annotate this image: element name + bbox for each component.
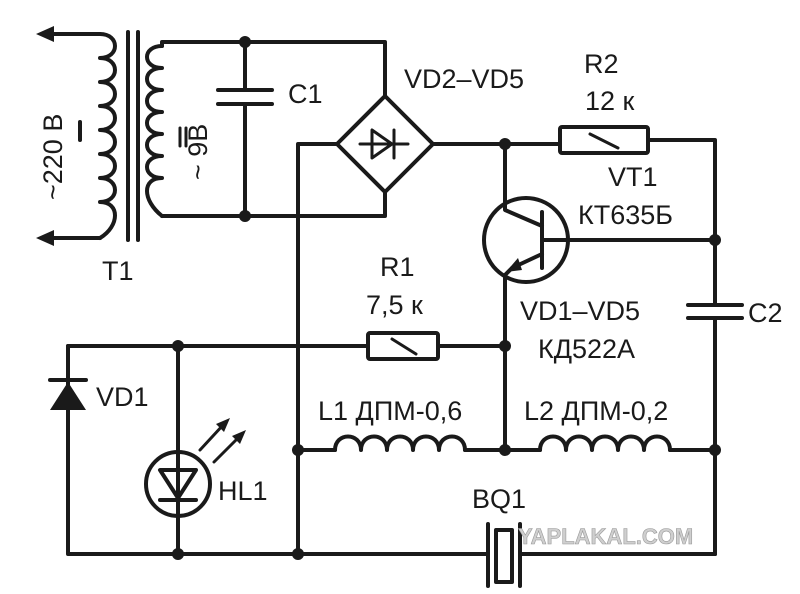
transistor-vt1 xyxy=(482,142,717,284)
transformer-t1 xyxy=(36,26,164,246)
secondary-wiring xyxy=(160,40,387,218)
vt1-name: VT1 xyxy=(608,162,658,192)
diodes-type-label: КД522А xyxy=(538,334,635,364)
r1-name: R1 xyxy=(380,252,415,282)
r1-value: 7,5 к xyxy=(366,290,423,320)
mains-voltage-label: ~220 В xyxy=(38,114,68,200)
capacitor-c2 xyxy=(686,303,744,320)
c1-label: C1 xyxy=(288,79,323,109)
r2-name: R2 xyxy=(584,49,619,79)
inductor-l2 xyxy=(538,434,672,452)
secondary-voltage-label: ~ 9В xyxy=(183,124,213,180)
l2-label: L2 ДПМ-0,2 xyxy=(524,396,668,426)
bq1-label: BQ1 xyxy=(472,484,526,514)
vd1-label: VD1 xyxy=(96,382,149,412)
inductor-l1 xyxy=(333,434,467,452)
resistor-r1 xyxy=(366,331,440,361)
diodes-range-label: VD1–VD5 xyxy=(520,296,640,326)
quartz-bq1 xyxy=(486,522,522,588)
l1-label: L1 ДПМ-0,6 xyxy=(318,396,462,426)
resistor-r2 xyxy=(558,125,650,155)
watermark: YAPLAKAL.COM xyxy=(518,524,693,549)
r2-value: 12 к xyxy=(585,86,635,116)
capacitor-c1 xyxy=(216,88,274,106)
led-hl1 xyxy=(144,344,246,556)
vt1-type: КТ635Б xyxy=(578,200,673,230)
bridge-label: VD2–VD5 xyxy=(404,64,524,94)
hl1-label: HL1 xyxy=(218,476,268,506)
transformer-label: T1 xyxy=(102,256,134,286)
c2-label: C2 xyxy=(748,298,783,328)
diode-bridge-vd2-vd5 xyxy=(335,94,435,194)
diode-vd1 xyxy=(48,344,300,556)
